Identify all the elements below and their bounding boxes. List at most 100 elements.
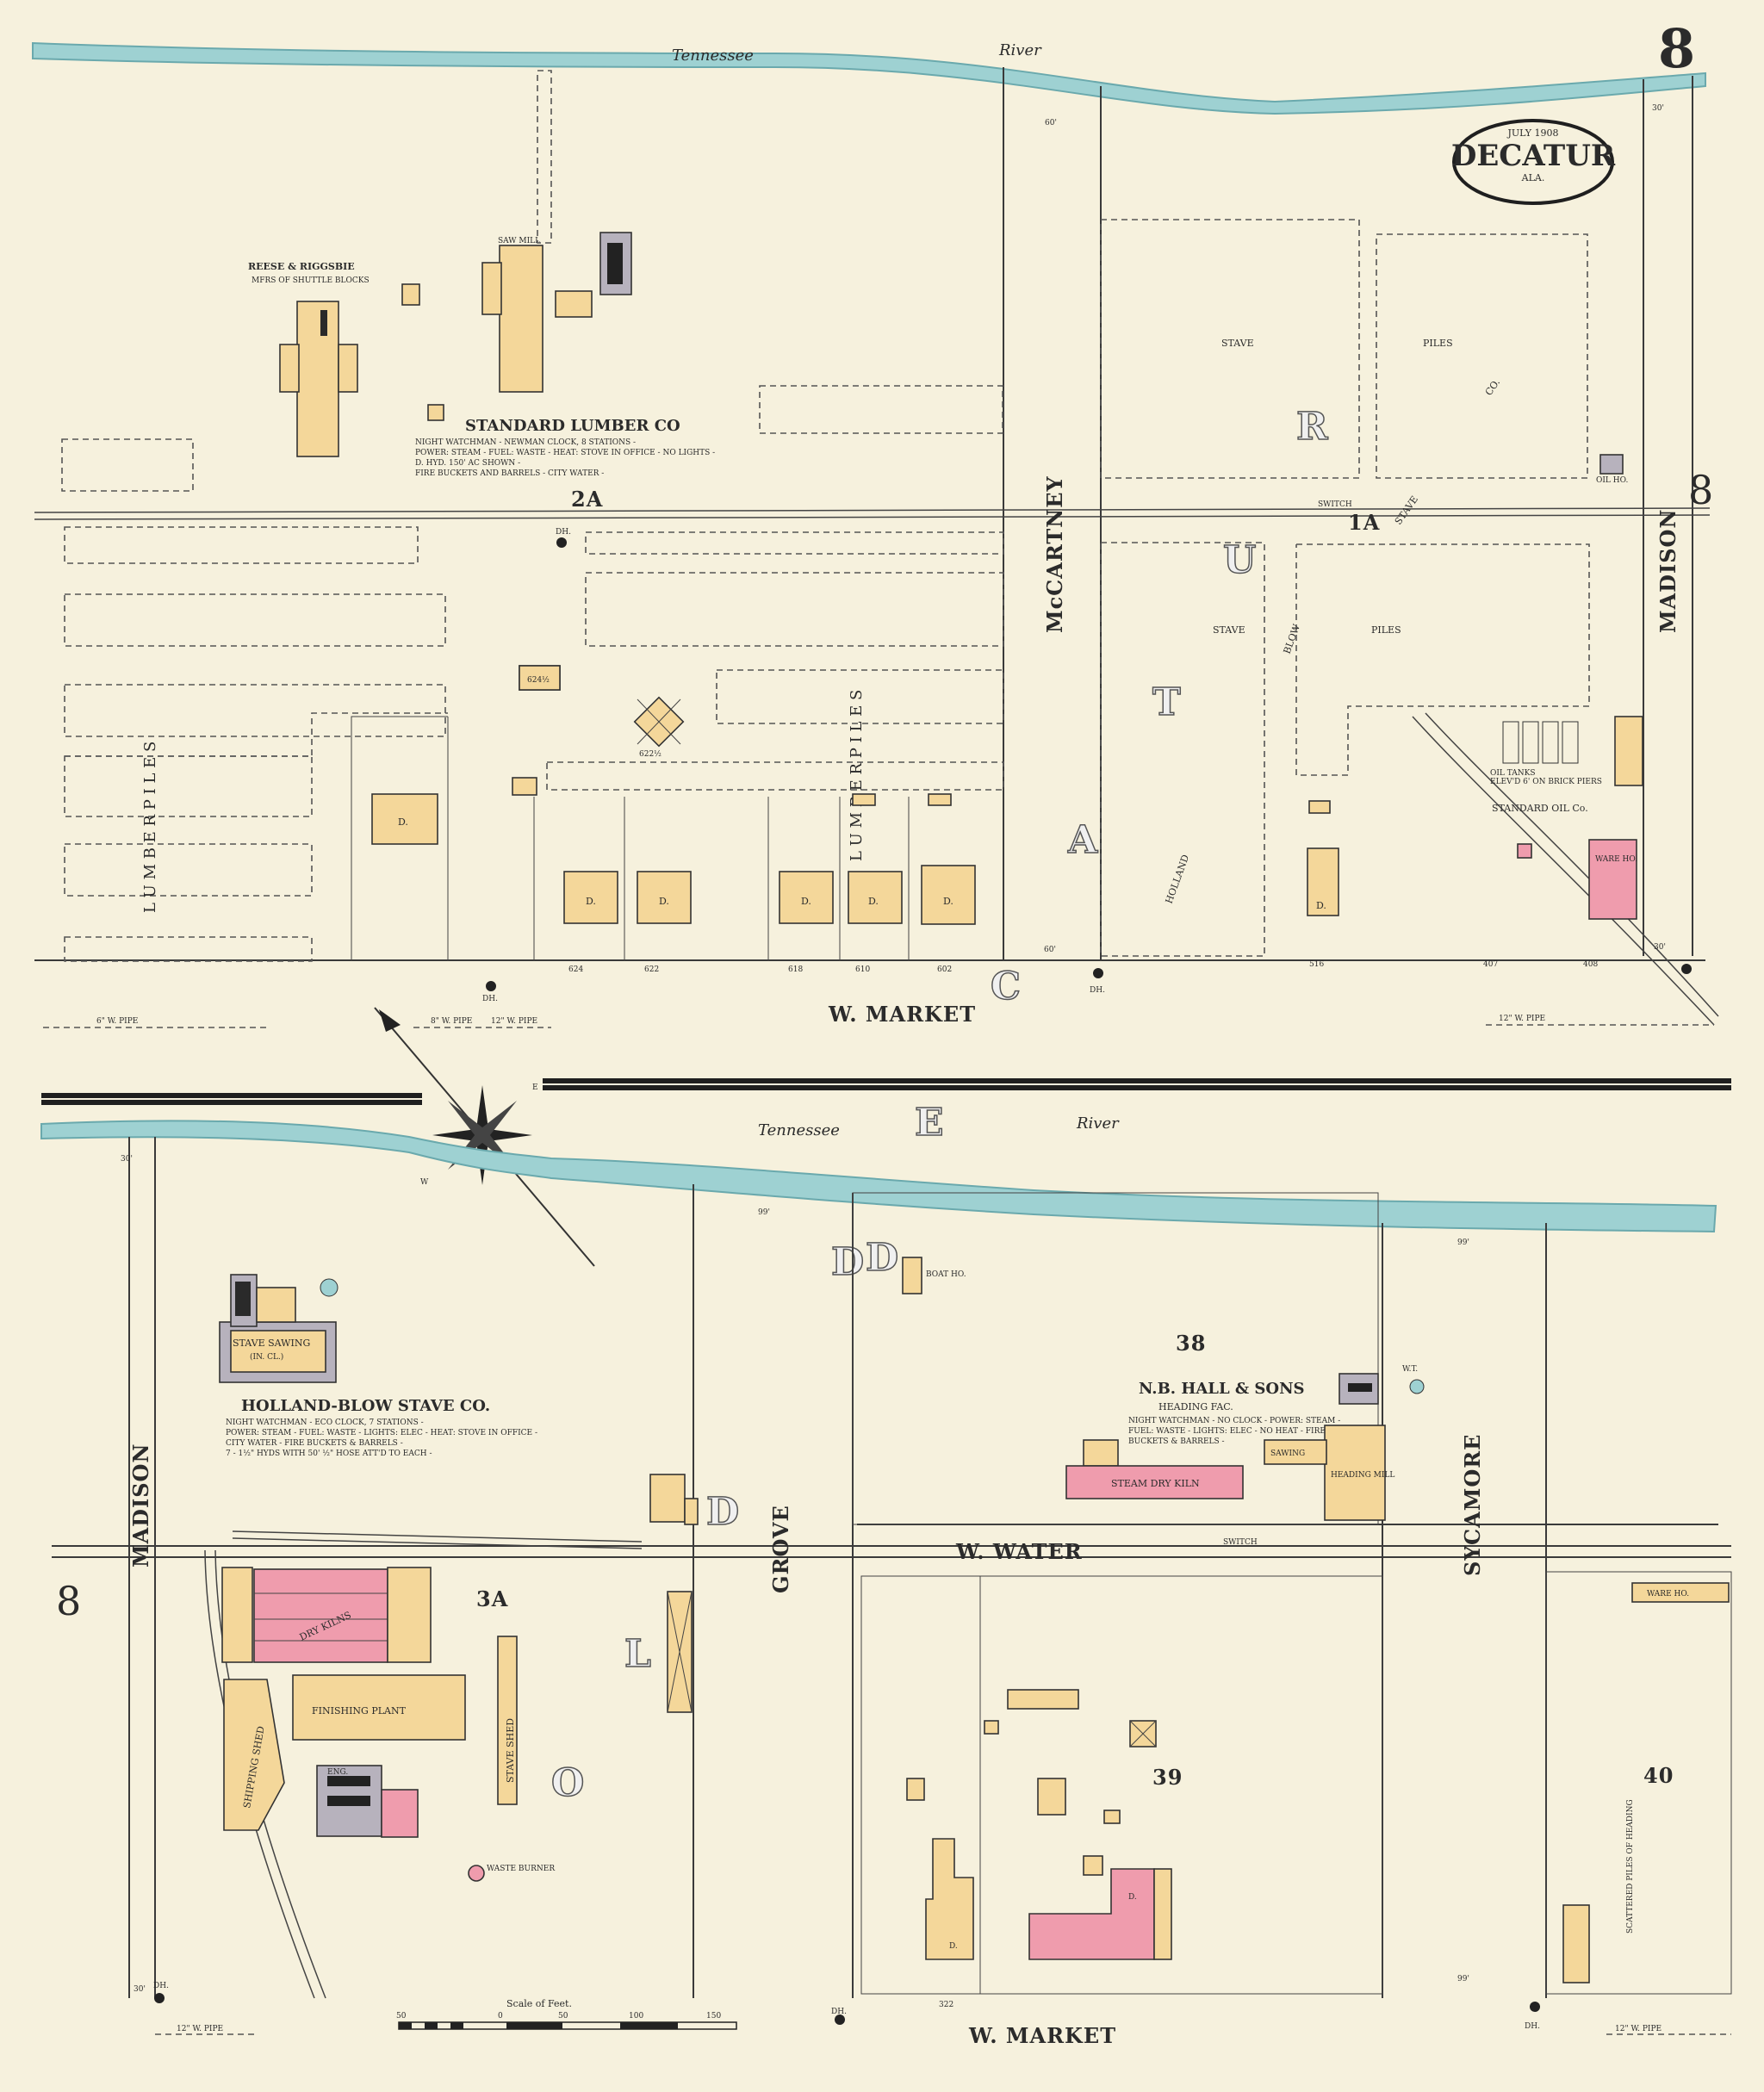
svg-text:D.: D. — [943, 896, 953, 907]
stave-shed-label: STAVE SHED — [505, 1718, 516, 1783]
block-38: 38 — [1176, 1331, 1206, 1356]
standard-lumber-note-3: FIRE BUCKETS AND BARRELS - CITY WATER - — [415, 469, 604, 478]
water-tank-label: W.T. — [1402, 1365, 1418, 1374]
block-39-dwelling-label: D. — [949, 1942, 958, 1951]
lumber-pile-outlines-mid — [546, 385, 1004, 791]
block-39-buildings — [906, 1689, 1172, 1960]
stave-shed — [497, 1636, 518, 1805]
dh-label-3: DH. — [1090, 986, 1105, 995]
width-mccartney-top: 60' — [1045, 119, 1057, 127]
shipping-shed — [223, 1679, 285, 1831]
old-letter-d-2: D — [706, 1490, 739, 1534]
lot-lines-top — [351, 716, 910, 960]
address-622-half: 622½ — [639, 749, 662, 759]
oil-switch-1 — [1412, 716, 1715, 1026]
oil-switch-2 — [1425, 712, 1719, 1017]
svg-text:D.: D. — [801, 896, 811, 907]
finishing-plant-label: FINISHING PLANT — [312, 1705, 407, 1716]
switch-rail-top-1 — [34, 507, 1711, 513]
shed-small-2 — [427, 404, 444, 421]
heading-mill-label: HEADING MILL — [1331, 1471, 1394, 1480]
dwelling-labels-top: D. D. D. D. D. D. — [398, 816, 953, 907]
address-610: 610 — [855, 965, 870, 974]
address-516: 516 — [1309, 960, 1324, 969]
standard-lumber-name: STANDARD LUMBER CO — [465, 417, 680, 435]
finishing-plant — [292, 1674, 466, 1741]
scattered-piles-label: SCATTERED PILES OF HEADING — [1626, 1799, 1635, 1934]
small-shed-1a — [1308, 800, 1331, 814]
street-label-w-market-bottom: W. MARKET — [968, 2023, 1116, 2048]
city-badge: JULY 1908 DECATUR ALA. — [1451, 119, 1616, 205]
district-letter-a: A — [1067, 818, 1098, 862]
lumber-piles-mid-label: L U M B E R P I L E S — [848, 690, 866, 861]
saw-mill-buildings — [481, 232, 632, 393]
street-label-grove: GROVE — [768, 1505, 793, 1593]
compass-w: W — [420, 1178, 429, 1187]
block-outlines-bottom — [852, 1192, 1732, 1995]
dwelling-516 — [1307, 847, 1339, 916]
stave-piles-label-2: PILES — [1423, 338, 1453, 349]
address-322: 322 — [939, 2001, 953, 2009]
width-sycamore-top: 99' — [1457, 1238, 1469, 1247]
scale-tick-7: 100 — [629, 2012, 643, 2021]
badge-date: JULY 1908 — [1506, 127, 1558, 139]
badge-state: ALA. — [1521, 172, 1545, 183]
svg-text:D.: D. — [868, 896, 879, 907]
holland-blow-name: HOLLAND-BLOW STAVE CO. — [241, 1397, 490, 1415]
dh-label-4: DH. — [153, 1982, 169, 1990]
street-label-w-market-top: W. MARKET — [828, 1002, 976, 1027]
pipe-12in-bottom-label: 12" W. PIPE — [177, 2025, 223, 2033]
stave-piles-2-label-1: STAVE — [1213, 624, 1245, 636]
river-label-bottom-a: Tennessee — [758, 1121, 840, 1139]
address-624: 624 — [568, 965, 583, 974]
nb-hall-name: N.B. HALL & SONS — [1139, 1380, 1305, 1398]
block-3a: 3A — [476, 1586, 508, 1611]
holland-blow-stave-sawing — [219, 1274, 339, 1383]
scale-bar — [398, 2021, 737, 2030]
standard-oil-name: STANDARD OIL Co. — [1492, 803, 1588, 814]
svg-text:D.: D. — [586, 896, 596, 907]
dry-kilns — [221, 1567, 432, 1663]
old-letter-l: L — [624, 1632, 651, 1676]
width-madison-top: 30' — [1652, 104, 1664, 113]
pipe-12in-right-label: 12" W. PIPE — [1499, 1015, 1545, 1023]
oil-tanks-label: OIL TANKS — [1490, 769, 1536, 778]
scale-tick-6: 50 — [558, 2012, 568, 2021]
holland-siding-1 — [232, 1530, 643, 1543]
crossed-structure — [633, 696, 685, 748]
street-label-madison-top: MADISON — [1655, 509, 1680, 633]
oil-platform — [1614, 716, 1643, 786]
long-crossed-shed — [667, 1591, 693, 1713]
office-structure — [519, 665, 561, 691]
dwelling-516-label: D. — [1316, 900, 1326, 911]
block-1a: 1A — [1348, 510, 1380, 535]
block-40-warehouse-label: WARE HO. — [1647, 1590, 1689, 1598]
district-letter-e: E — [915, 1101, 944, 1145]
oil-pump-house — [1517, 843, 1532, 859]
street-label-w-water: W. WATER — [955, 1539, 1083, 1564]
width-mccartney-bottom: 60' — [1044, 946, 1056, 954]
district-letter-d: D — [831, 1240, 864, 1284]
steam-dry-kiln-label: STEAM DRY KILN — [1111, 1478, 1200, 1489]
dh-label-5: DH. — [831, 2008, 847, 2016]
dh-label-1: DH. — [556, 528, 571, 537]
oil-tanks — [1502, 721, 1579, 764]
width-grove-top: 99' — [758, 1208, 770, 1217]
pipe-12in-label: 12" W. PIPE — [491, 1017, 537, 1026]
tennessee-river-bottom — [40, 1120, 1717, 1233]
dh-label-2: DH. — [482, 995, 498, 1003]
boat-house — [902, 1257, 922, 1294]
block-40-dwelling — [1562, 1904, 1590, 1983]
river-label-bottom-b: River — [1076, 1114, 1120, 1133]
svg-text:D.: D. — [398, 816, 408, 828]
compass-e: E — [532, 1083, 538, 1092]
holland-blow-note-3: 7 - 1½" HYDS WITH 50' ½" HOSE ATT'D TO E… — [226, 1449, 432, 1458]
river-label-top-a: Tennessee — [672, 47, 754, 65]
standard-lumber-note-1: POWER: STEAM - FUEL: WASTE - HEAT: STOVE… — [415, 449, 715, 457]
oil-house — [1599, 454, 1624, 475]
district-letter-c: C — [991, 965, 1021, 1009]
pipe-12in-bottom-right-label: 12" W. PIPE — [1615, 2025, 1662, 2033]
address-602: 602 — [937, 965, 952, 974]
address-618: 618 — [788, 965, 803, 974]
old-letter-o: O — [551, 1761, 584, 1805]
